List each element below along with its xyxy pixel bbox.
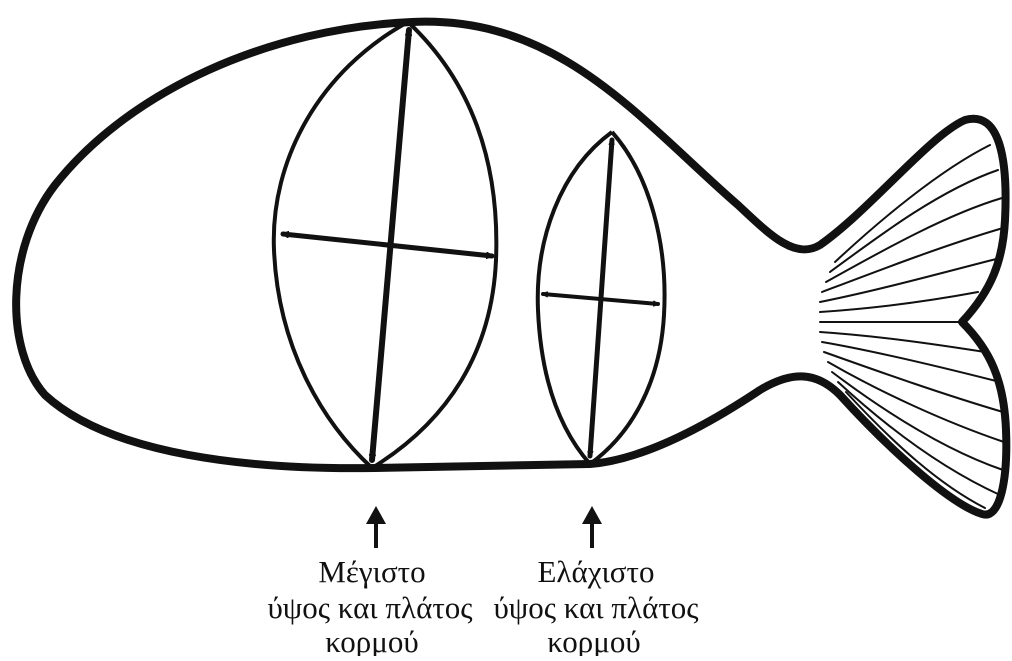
min-section-label: Ελάχιστο ύψος και πλάτος κορμού [493,554,698,656]
min-section-pointer-arrow [582,506,602,548]
min-label-line2: ύψος και πλάτος [493,590,698,625]
max-section-pointer-arrow [366,506,386,548]
max-label-line2: ύψος και πλάτος [267,590,472,625]
tail-fin-rays [820,145,1004,508]
fish-body-outline [16,22,1006,515]
max-label-line1: Μέγιστο [318,554,425,589]
min-label-line1: Ελάχιστο [538,554,655,589]
min-label-line3: κορμού [547,624,640,656]
max-section-label: Μέγιστο ύψος και πλάτος κορμού [267,554,472,656]
max-label-line3: κορμού [325,624,418,656]
